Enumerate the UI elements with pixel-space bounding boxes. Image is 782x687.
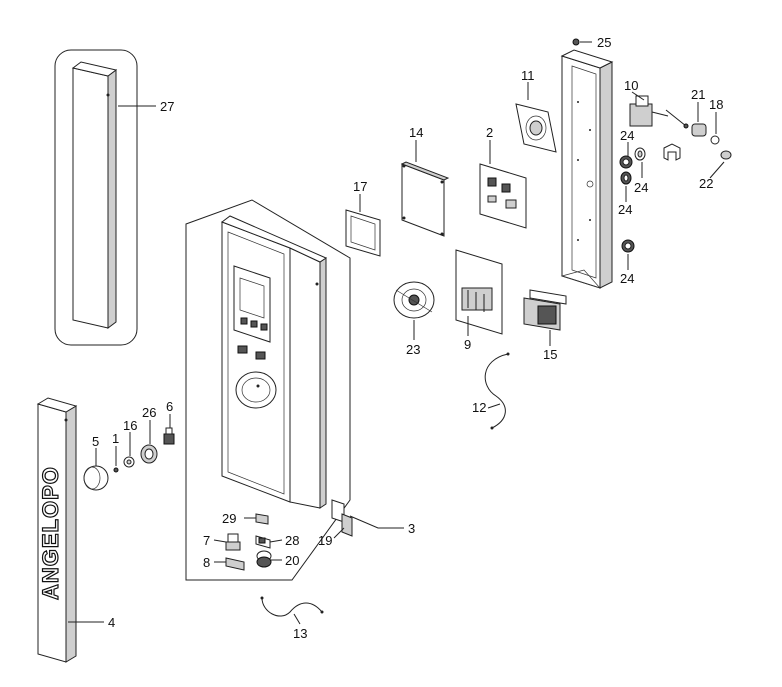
part-8-terminal	[225, 557, 245, 571]
callout-24: 24	[634, 180, 648, 195]
part-2-control-board	[479, 163, 527, 229]
callout-22: 22	[699, 176, 713, 191]
callout-4: 4	[108, 615, 115, 630]
part-25-nut	[572, 38, 580, 46]
leader-lines	[68, 41, 725, 625]
callout-1: 1	[112, 431, 119, 446]
callout-20: 20	[285, 553, 299, 568]
callout-26: 26	[142, 405, 156, 420]
callout-8: 8	[203, 555, 210, 570]
callout-13: 13	[293, 626, 307, 641]
callout-24: 24	[620, 271, 634, 286]
callout-24: 24	[620, 128, 634, 143]
part-10-valve	[629, 95, 689, 129]
callout-24: 24	[618, 202, 632, 217]
part-26-spindle	[140, 444, 158, 464]
small-bracket	[663, 143, 681, 161]
callout-25: 25	[597, 35, 611, 50]
part-7-lamp	[225, 533, 241, 551]
part-9-element-block	[455, 249, 503, 335]
callout-15: 15	[543, 347, 557, 362]
callout-labels: 25 11 10 21 18 27 14 2 24 24 24 22 17 24…	[92, 35, 723, 641]
brand-logo-text: ANGELOPO	[38, 466, 63, 600]
callout-3: 3	[408, 521, 415, 536]
part-24-grommets	[619, 147, 646, 253]
part-28-connector	[255, 535, 271, 549]
part-4-side-panel: ANGELOPO	[36, 397, 78, 663]
part-12-cable	[484, 352, 510, 430]
callout-14: 14	[409, 125, 423, 140]
callout-11: 11	[521, 68, 535, 83]
part-5-knob	[83, 465, 109, 491]
callout-17: 17	[353, 179, 367, 194]
part-20-grommet	[256, 550, 272, 568]
callout-27: 27	[160, 99, 174, 114]
part-29-clip	[255, 513, 269, 525]
part-16-washer	[123, 456, 135, 468]
part-14-plate	[400, 161, 450, 237]
part-19-bracket	[331, 499, 353, 537]
part-15-transformer	[523, 289, 567, 331]
part-3-front-assembly	[185, 199, 351, 581]
callout-19: 19	[318, 533, 332, 548]
back-frame	[560, 49, 614, 289]
callout-9: 9	[464, 337, 471, 352]
part-11-plate	[515, 103, 557, 153]
part-18-oring	[710, 135, 720, 145]
callout-21: 21	[691, 87, 705, 102]
part-17-gasket	[345, 209, 381, 257]
part-22-washer	[720, 150, 732, 160]
callout-28: 28	[285, 533, 299, 548]
part-21-fitting	[691, 123, 707, 137]
callout-2: 2	[486, 125, 493, 140]
callout-12: 12	[472, 400, 486, 415]
part-1-pin	[113, 467, 119, 473]
callout-6: 6	[166, 399, 173, 414]
part-27-inset-box	[54, 49, 138, 346]
part-23-knob-bracket	[393, 281, 435, 319]
part-6-switch	[163, 427, 175, 445]
callout-10: 10	[624, 78, 638, 93]
callout-5: 5	[92, 434, 99, 449]
callout-16: 16	[123, 418, 137, 433]
part-13-cable	[260, 596, 324, 617]
callout-29: 29	[222, 511, 236, 526]
callout-18: 18	[709, 97, 723, 112]
callout-7: 7	[203, 533, 210, 548]
callout-23: 23	[406, 342, 420, 357]
